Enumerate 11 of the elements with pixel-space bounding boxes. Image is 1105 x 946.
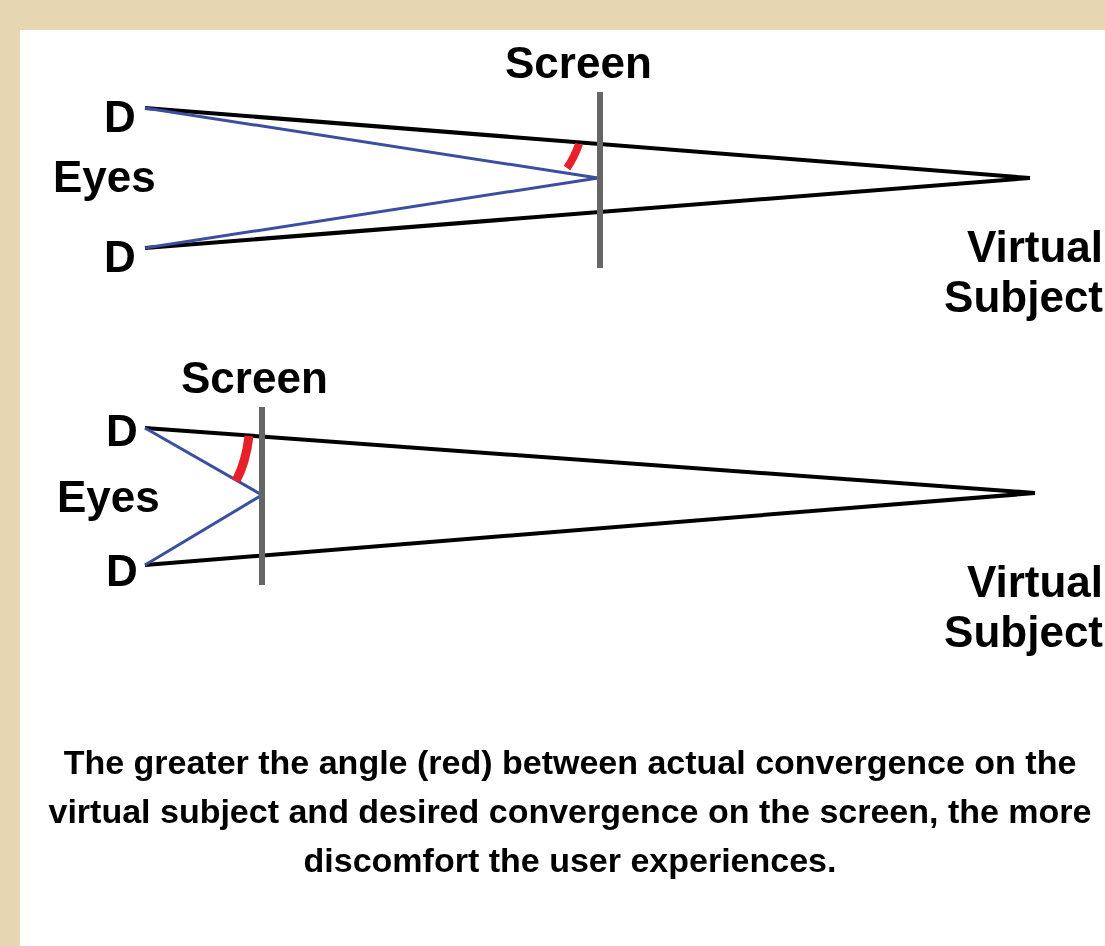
eyes-label: Eyes xyxy=(57,472,160,522)
eyes-label: Eyes xyxy=(53,152,156,202)
screen-label: Screen xyxy=(505,38,652,88)
eye-label: D xyxy=(106,546,138,596)
eye-label: D xyxy=(106,406,138,456)
screen-label: Screen xyxy=(181,353,328,403)
eye-label: D xyxy=(104,92,136,142)
caption: The greater the angle (red) between actual convergence on the virtual subject and desired convergence on the screen, the more discomfort the user experiences. xyxy=(47,742,1093,881)
eye-label: D xyxy=(104,232,136,282)
virtual-subject-label: Virtual Subject xyxy=(943,557,1103,657)
virtual-subject-label: Virtual Subject xyxy=(943,222,1103,322)
